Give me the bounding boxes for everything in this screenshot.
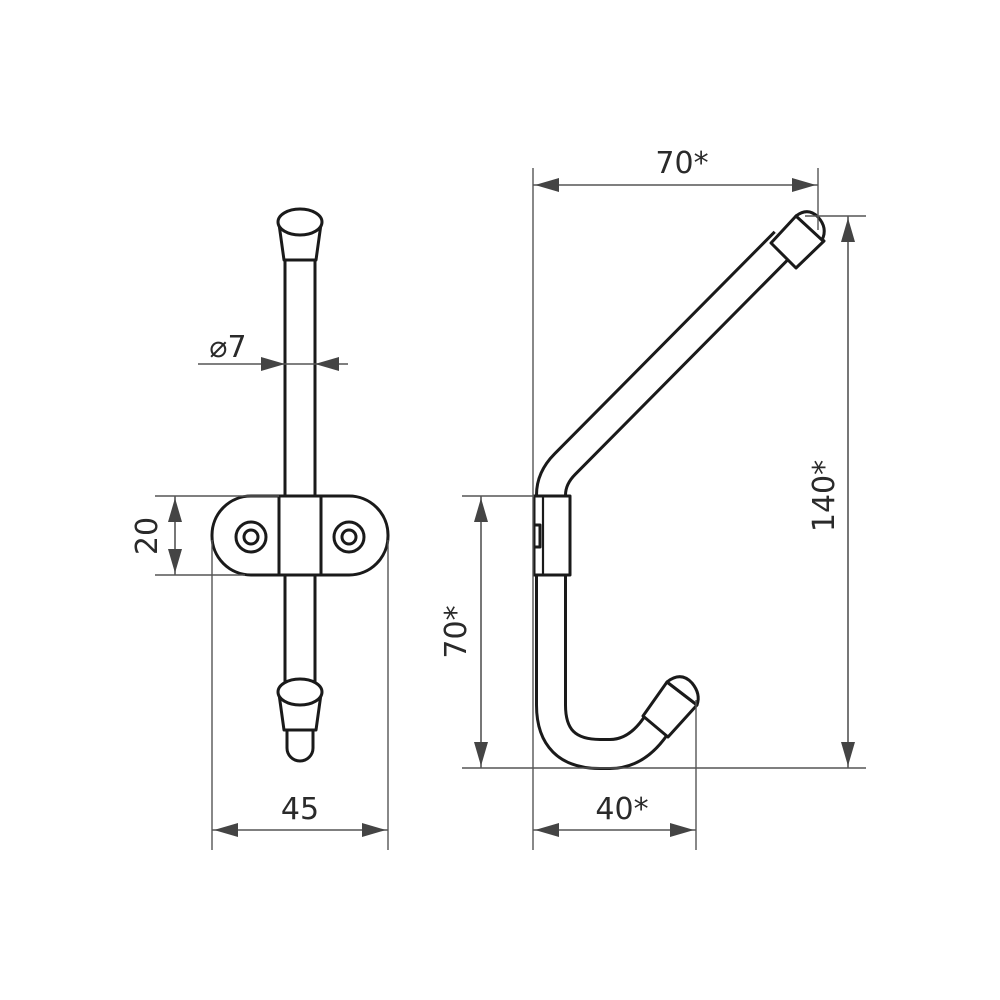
front-rod (283, 248, 317, 722)
left-screw-hole (234, 520, 268, 554)
front-top-cap (276, 207, 324, 262)
diameter-dimension: ⌀7 (198, 330, 348, 371)
plate-height-label: 20 (130, 517, 165, 555)
plate-height-dimension: 20 (130, 495, 279, 576)
top-width-dimension: 70* (532, 146, 819, 850)
total-height-dimension: 140* (462, 215, 866, 769)
center-block (277, 494, 323, 577)
right-screw-hole (332, 520, 366, 554)
plate-width-label: 45 (281, 792, 319, 827)
hook-width-label: 40* (595, 792, 648, 827)
diameter-label: ⌀7 (209, 330, 246, 365)
plate-width-dimension: 45 (211, 540, 389, 850)
lower-height-label: 70* (439, 605, 474, 658)
side-mount-block (532, 494, 572, 577)
top-width-label: 70* (655, 146, 708, 181)
side-view: 70* 140* 70* 40* (439, 146, 866, 850)
lower-height-dimension: 70* (439, 495, 534, 768)
lower-hook-cap (641, 675, 700, 739)
lower-hook (535, 575, 678, 770)
front-bottom-cap (276, 677, 324, 763)
total-height-label: 140* (807, 460, 842, 532)
upper-arm-cap (769, 210, 826, 270)
hook-width-dimension: 40* (533, 700, 697, 850)
upper-arm (535, 230, 797, 565)
front-view: ⌀7 20 45 (130, 207, 390, 850)
